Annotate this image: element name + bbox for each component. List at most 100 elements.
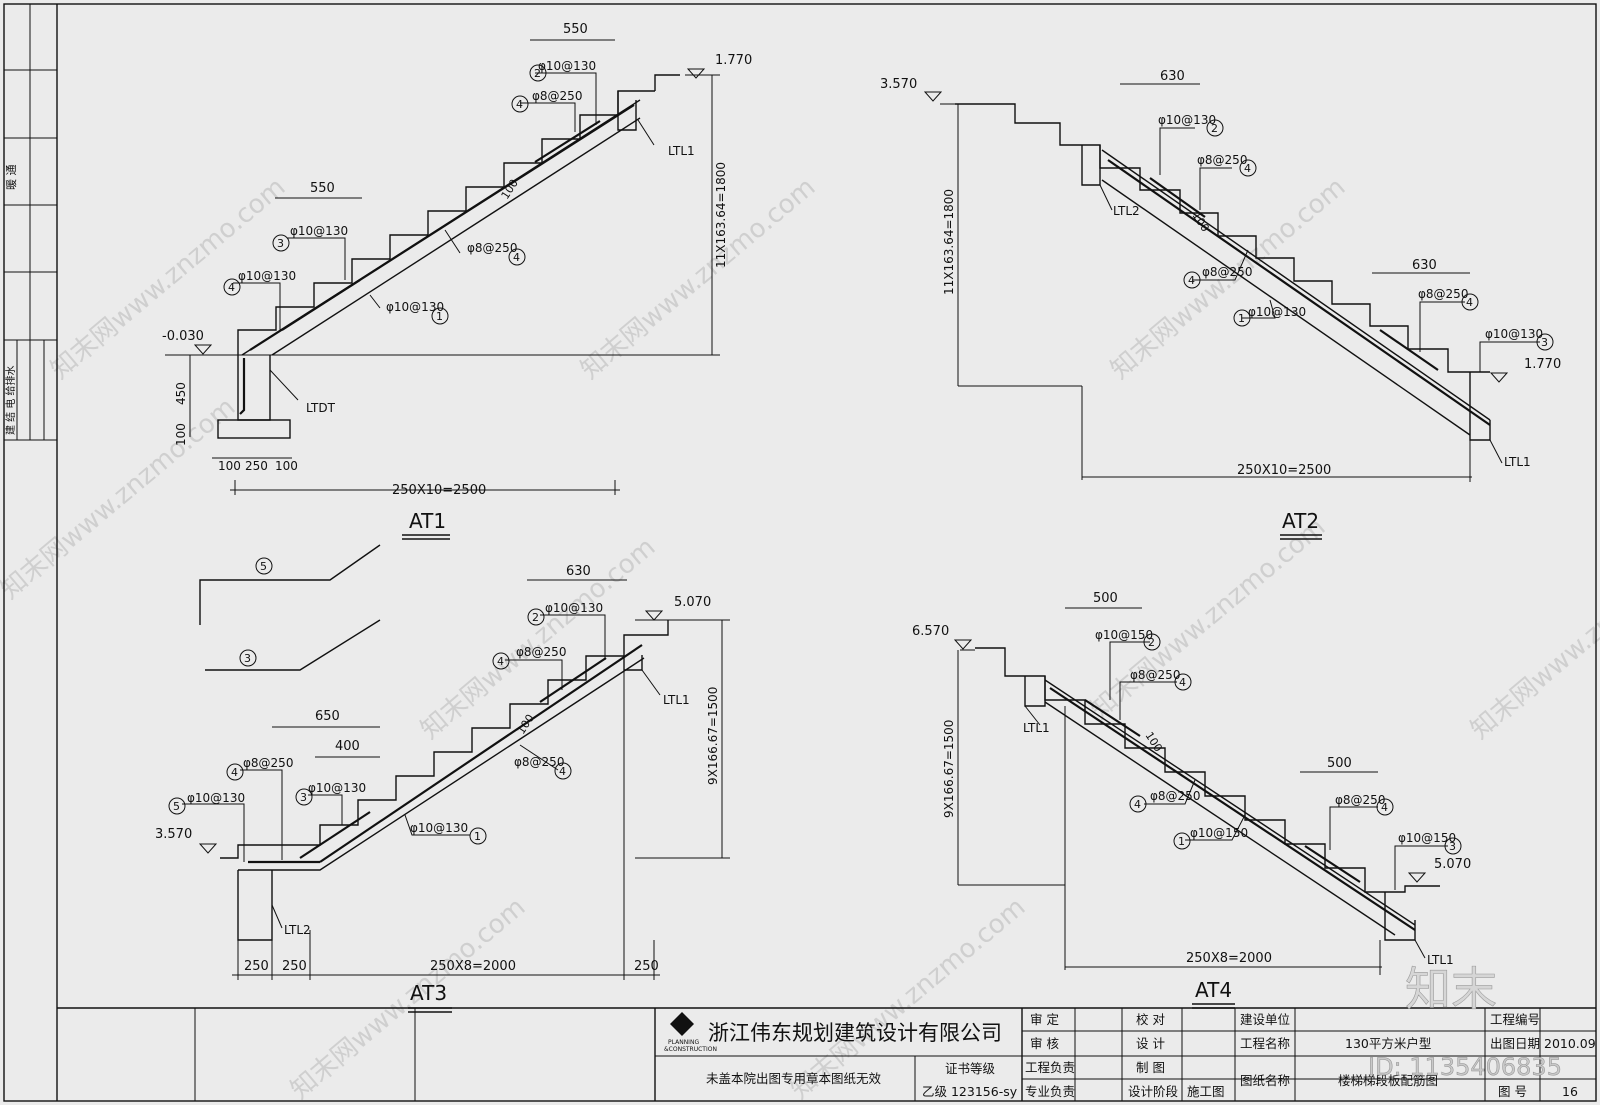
at1-found-w-3: 100 — [275, 459, 298, 473]
at3-rebar-2-label: φ10@130 — [545, 601, 603, 615]
at3-dim-b2: 250 — [282, 959, 307, 974]
at1-marker-2: 2 — [529, 64, 547, 82]
at4-rebar-1-label: φ10@150 — [1190, 826, 1248, 840]
at4-dim-top: 500 — [1093, 591, 1118, 606]
at2-beam-bottom: LTL1 — [1504, 455, 1531, 469]
stair-at4: 500 500 6.570 5.070 φ10@150 φ8@250 φ8@25… — [912, 591, 1471, 1009]
at2-rebar-1-label: φ10@130 — [1248, 305, 1306, 319]
svg-text:2: 2 — [532, 611, 539, 624]
at3-thickness: 100 — [515, 712, 537, 737]
discipline-lead-label: 专业负责 — [1025, 1084, 1075, 1099]
watermark-layer: 知末网www.znzmo.com 知末网www.znzmo.com 知末网www… — [0, 172, 1600, 1105]
svg-text:4: 4 — [516, 98, 523, 111]
at1-dim-mid: 550 — [310, 181, 335, 196]
at4-marker-1: 1 — [1173, 832, 1191, 850]
at1-rebar-1-label: φ10@130 — [386, 300, 444, 314]
svg-text:3: 3 — [1449, 840, 1456, 853]
svg-text:4: 4 — [228, 281, 235, 294]
svg-text:PLANNING: PLANNING — [668, 1039, 699, 1046]
at4-elev-top-marker — [953, 639, 973, 650]
outer-frame — [3, 3, 1597, 1102]
at4-elev-bottom: 5.070 — [1434, 857, 1471, 872]
at2-marker-2: 2 — [1206, 119, 1224, 137]
at3-beam-bottom: LTL2 — [284, 923, 311, 937]
svg-text:5: 5 — [173, 800, 180, 813]
at3-elev-bottom: 3.570 — [155, 827, 192, 842]
at2-dim-bottom: 630 — [1412, 258, 1437, 273]
at4-ltl1-top — [1024, 676, 1046, 707]
stair-at3: 630 650 400 5.070 3.570 φ10@130 φ8@250 φ… — [155, 564, 730, 1013]
at3-dim-400: 400 — [335, 739, 360, 754]
at3-dim-b3: 250X8=2000 — [430, 959, 516, 974]
at1-rebar-4a-label: φ8@250 — [532, 89, 582, 103]
at3-dim-b4: 250 — [634, 959, 659, 974]
at2-marker-4c: 4 — [1461, 293, 1479, 311]
at3-elev-top: 5.070 — [674, 595, 711, 610]
at3-dim-b1: 250 — [244, 959, 269, 974]
at1-step-profile — [237, 90, 655, 355]
watermark: 知末网www.znzmo.com — [1085, 512, 1331, 725]
at3-slab-bottom — [238, 657, 645, 871]
at4-marker-2: 2 — [1143, 633, 1161, 651]
at4-marker-4b: 4 — [1129, 795, 1147, 813]
review-label: 审 核 — [1030, 1036, 1059, 1051]
svg-text:1: 1 — [436, 310, 443, 323]
at1-elev-bottom-marker — [193, 344, 213, 355]
at3-elev-top-marker — [644, 610, 664, 621]
at3-marker-3: 3 — [295, 788, 313, 806]
project-lead-label: 工程负责 — [1025, 1060, 1075, 1075]
at1-marker-4b: 4 — [223, 278, 241, 296]
at4-length-dim: 250X8=2000 — [1186, 951, 1272, 966]
svg-text:5: 5 — [260, 560, 267, 573]
svg-text:4: 4 — [1244, 162, 1251, 175]
left-strip: 暖 通 建 结 电 给排水 — [4, 4, 57, 441]
at1-marker-4c: 4 — [508, 248, 526, 266]
at1-elev-bottom: -0.030 — [162, 329, 204, 344]
watermark: 知末网www.znzmo.com — [575, 172, 821, 385]
svg-text:4: 4 — [559, 765, 566, 778]
cert-level-value: 乙级 123156-sy — [922, 1084, 1018, 1099]
at4-title: AT4 — [1195, 978, 1232, 1002]
client-label: 建设单位 — [1240, 1012, 1290, 1027]
at2-elev-bottom: 1.770 — [1524, 357, 1561, 372]
at1-rebar-4c-label: φ8@250 — [467, 241, 517, 255]
at4-marker-4c: 4 — [1376, 798, 1394, 816]
svg-text:4: 4 — [1381, 801, 1388, 814]
at2-length-dim: 250X10=2500 — [1237, 463, 1331, 478]
at1-height-dim: 11X163.64=1800 — [714, 162, 728, 268]
project-no-label: 工程编号 — [1490, 1012, 1540, 1027]
at2-rebar-4a-label: φ8@250 — [1197, 153, 1247, 167]
at3-step-profile — [220, 620, 669, 859]
at3-marker-4b: 4 — [226, 763, 244, 781]
at2-marker-4a: 4 — [1239, 159, 1257, 177]
at2-step-profile — [955, 103, 1490, 373]
at3-marker-4a: 4 — [492, 652, 510, 670]
at2-height-dim: 11X163.64=1800 — [942, 189, 956, 295]
title-block: PLANNING &CONSTRUCTION 浙江伟东规划建筑设计有限公司 未盖… — [57, 1007, 1596, 1101]
at2-rebar-4c-label: φ8@250 — [1418, 287, 1468, 301]
left-strip-bottom-label: 建 结 电 给排水 — [4, 365, 17, 435]
at3-rebar-1 — [319, 644, 643, 863]
brand-id: ID: 1135406835 — [1368, 1053, 1562, 1081]
at2-elev-bottom-marker — [1489, 372, 1509, 383]
svg-text:4: 4 — [1179, 676, 1186, 689]
at1-found-w-1: 100 — [218, 459, 241, 473]
at3-rebar-4a-label: φ8@250 — [516, 645, 566, 659]
bar-shape-3 — [205, 619, 381, 671]
svg-text:1: 1 — [1178, 835, 1185, 848]
at3-title: AT3 — [410, 981, 447, 1005]
bar-shape-legend: 5 3 — [199, 544, 381, 671]
at2-ltl2 — [1081, 145, 1101, 186]
at4-rebar-4a-label: φ8@250 — [1130, 668, 1180, 682]
at4-slab-bottom — [1044, 679, 1416, 926]
at3-beam-top: LTL1 — [663, 693, 690, 707]
at2-elev-top: 3.570 — [880, 77, 917, 92]
approve-label: 审 定 — [1030, 1012, 1059, 1027]
at4-height-dim: 9X166.67=1500 — [942, 720, 956, 818]
at3-dim-top: 630 — [566, 564, 591, 579]
date-label: 出图日期 — [1490, 1036, 1540, 1051]
at2-marker-3: 3 — [1536, 333, 1554, 351]
at1-found-w-2: 250 — [245, 459, 268, 473]
svg-text:1: 1 — [474, 830, 481, 843]
